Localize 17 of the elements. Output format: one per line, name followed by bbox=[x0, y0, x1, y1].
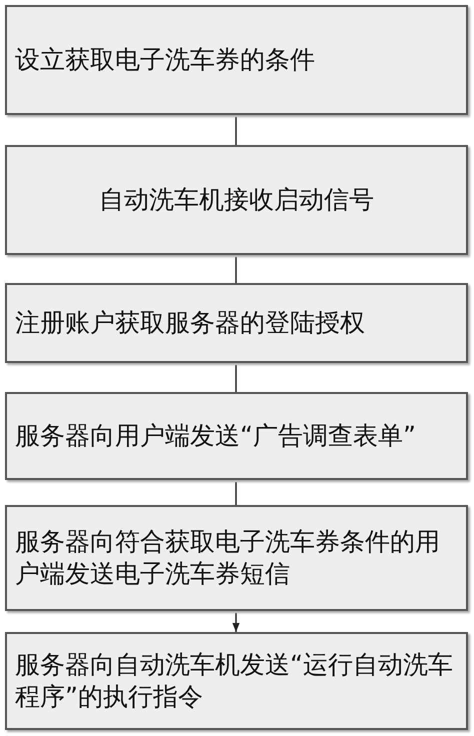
connector-line bbox=[235, 257, 237, 283]
connector-line bbox=[235, 482, 237, 505]
step-text: 注册账户获取服务器的登陆授权 bbox=[15, 306, 365, 339]
step-text: 服务器向用户端发送“广告调查表单” bbox=[15, 420, 416, 452]
step-text: 设立获取电子洗车券的条件 bbox=[15, 44, 315, 76]
process-box bbox=[5, 505, 468, 611]
process-box bbox=[5, 632, 468, 730]
process-box bbox=[5, 392, 468, 480]
process-box bbox=[5, 283, 468, 363]
step-text: 服务器向符合获取电子洗车券条件的用户端发送电子洗车券短信 bbox=[15, 526, 441, 590]
connector-line bbox=[232, 613, 240, 632]
step-text: 自动洗车机接收启动信号 bbox=[99, 184, 374, 216]
step-text: 服务器向自动洗车机发送“运行自动洗车程序”的执行指令 bbox=[15, 648, 454, 713]
connector-line bbox=[235, 365, 237, 392]
process-box bbox=[5, 145, 468, 255]
connector-line bbox=[235, 117, 237, 145]
process-box bbox=[5, 5, 468, 115]
